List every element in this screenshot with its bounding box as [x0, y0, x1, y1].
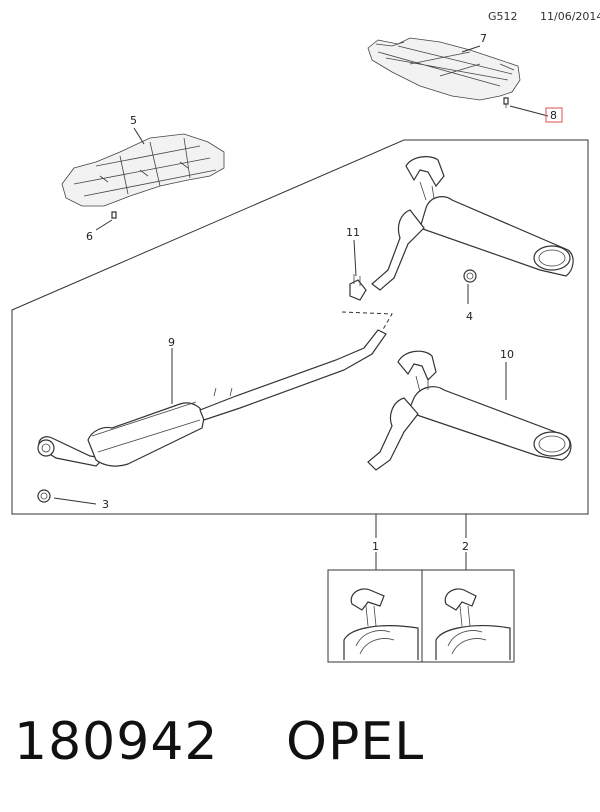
callout-5[interactable]: 5 [130, 114, 137, 127]
callout-11[interactable]: 11 [346, 226, 360, 239]
leader-5 [133, 127, 145, 145]
rear-muffler-upper[interactable] [371, 156, 574, 291]
clip-8[interactable] [503, 97, 509, 108]
front-muffler-9[interactable] [37, 329, 387, 467]
leader-11 [353, 239, 357, 277]
callout-1[interactable]: 1 [372, 540, 379, 553]
leader-7 [461, 45, 481, 53]
callout-2[interactable]: 2 [462, 540, 469, 553]
brand-name: OPEL [286, 712, 425, 772]
clip-6[interactable] [111, 211, 117, 219]
diagram-date: 11/06/2014 [540, 10, 600, 23]
assembly-frame [11, 139, 589, 515]
detail-2-hanger[interactable] [435, 588, 511, 660]
callout-8[interactable]: 8 [550, 109, 557, 122]
heat-shield-5[interactable] [61, 133, 225, 207]
hanger-4[interactable] [463, 269, 477, 283]
hanger-3[interactable] [37, 489, 51, 503]
rear-muffler-10[interactable] [367, 350, 572, 471]
detail-1-hanger[interactable] [343, 588, 419, 660]
diagram-code: G512 [488, 10, 518, 23]
part-number: 180942 [14, 712, 219, 772]
callout-3[interactable]: 3 [102, 498, 109, 511]
cut-line [341, 311, 393, 339]
detail-connectors [375, 514, 467, 538]
callout-9[interactable]: 9 [168, 336, 175, 349]
leader-8 [509, 105, 549, 117]
callout-8-box [545, 107, 563, 123]
leader-6 [95, 219, 113, 231]
callout-10[interactable]: 10 [500, 348, 514, 361]
footer: 180942 OPEL [14, 712, 424, 772]
detail-box [327, 569, 515, 663]
heat-shield-7[interactable] [367, 37, 521, 101]
callout-6[interactable]: 6 [86, 230, 93, 243]
callout-4[interactable]: 4 [466, 310, 473, 323]
leader-3 [53, 497, 97, 505]
clamp-11[interactable] [349, 274, 367, 301]
callout-7[interactable]: 7 [480, 32, 487, 45]
